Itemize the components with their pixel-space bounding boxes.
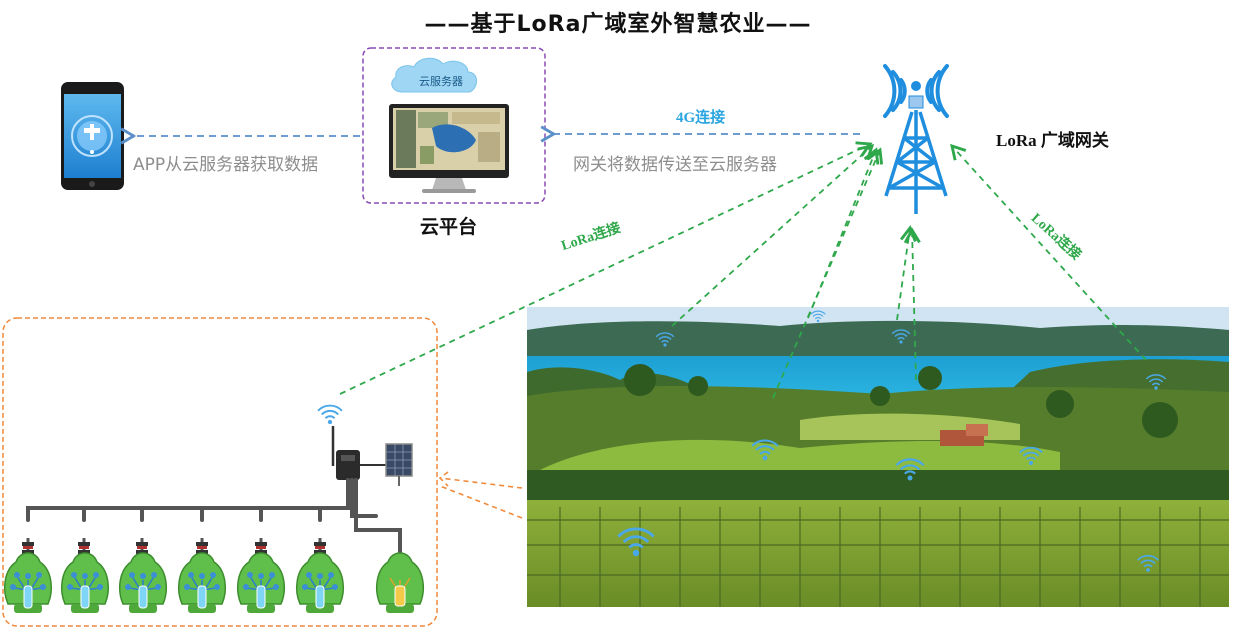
- tree-icon-sensor: [375, 552, 425, 613]
- cloud-platform-frame: [362, 47, 546, 204]
- app-fetch-label: APP从云服务器获取数据: [133, 155, 319, 175]
- lora-node-device: [331, 426, 386, 480]
- lora-links: [339, 141, 1147, 399]
- phone-icon: [61, 82, 124, 190]
- farm-landscape-photo: [527, 307, 1229, 607]
- wifi-icon: [317, 404, 343, 425]
- tree-icon: [295, 552, 345, 614]
- gateway-caption: LoRa 广域网关: [996, 131, 1109, 150]
- tree-icon: [177, 552, 227, 614]
- tree-icon-group: [3, 552, 425, 614]
- irrigation-pipes: [26, 478, 402, 562]
- tower-structure: [884, 81, 948, 214]
- tree-icon: [3, 552, 53, 614]
- cloud-server-badge: 云服务器: [419, 75, 463, 88]
- tower-icon: [883, 64, 949, 118]
- gateway-upload-label: 网关将数据传送至云服务器: [573, 155, 777, 175]
- tree-icon: [60, 552, 110, 614]
- tree-icon: [236, 552, 286, 614]
- tree-icon: [118, 552, 168, 614]
- solar-panel-icon: [385, 443, 413, 486]
- monitor-icon: [389, 104, 509, 193]
- valve-icon-group: [22, 538, 326, 560]
- page-title: ——基于LoRa广域室外智慧农业——: [424, 12, 812, 37]
- cloud-platform-caption: 云平台: [420, 216, 478, 238]
- field-link-arrows: [438, 471, 523, 519]
- conn-4g-label: 4G连接: [676, 110, 726, 126]
- cloud-icon: [391, 57, 477, 93]
- field-node-frame: [2, 317, 438, 627]
